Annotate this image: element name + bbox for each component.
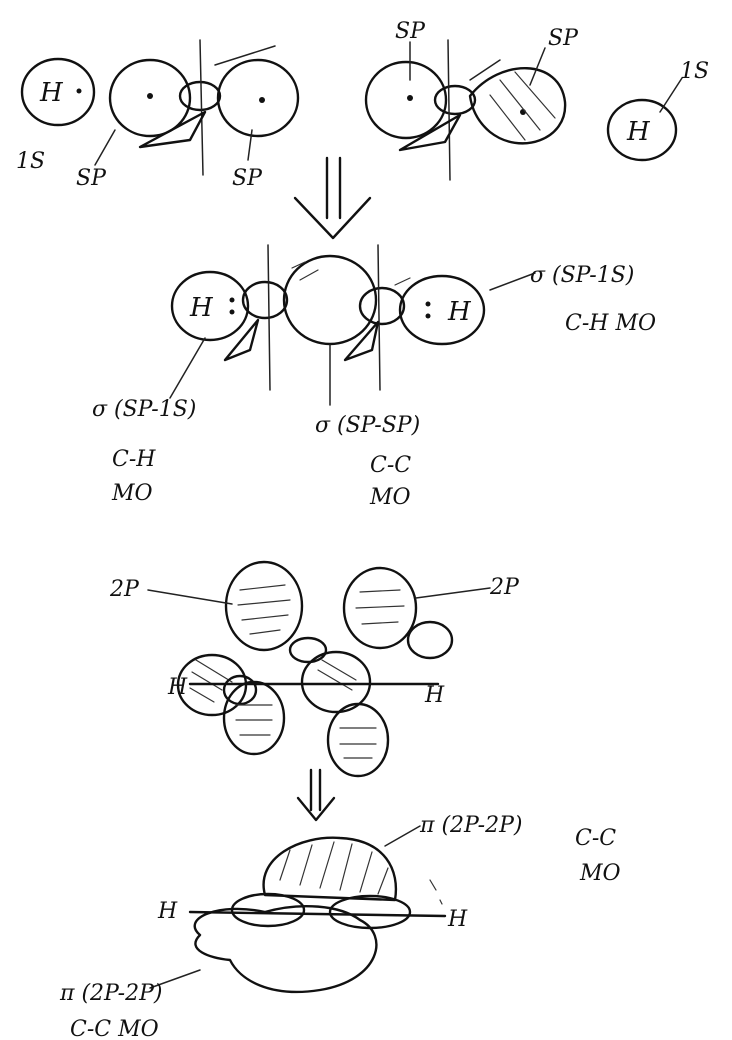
h-left-pi: H [157, 899, 178, 924]
label-1s-right: 1S [680, 59, 709, 84]
reaction-arrow-1 [295, 158, 370, 238]
h-1s-orbital-left: H 1S [16, 59, 94, 174]
ch-left-label: C-H [112, 447, 156, 472]
p-orbitals: H H 2P 2P [109, 562, 520, 776]
carbon-sp-left: SP SP [76, 40, 298, 191]
sigma-ch-left-label: σ (SP-1S) [92, 397, 196, 422]
sigma-labels: σ (SP-1S) C-H MO σ (SP-1S) C-H MO σ (SP-… [92, 263, 656, 510]
sigma-framework: H H [172, 245, 484, 390]
h-right-sigma: H [447, 297, 472, 327]
h-left-sigma: H [189, 293, 214, 323]
cc-label: C-C [370, 453, 411, 478]
h-left-p: H [167, 675, 188, 700]
h-right-pi: H [447, 907, 468, 932]
cc-mo-bottom: C-C MO [70, 1017, 159, 1040]
label-sp-3: SP [395, 19, 426, 44]
pi-bond: H H π (2P-2P) C-C MO π (2P-2P) C-C MO [59, 813, 621, 1040]
label-2p-right: 2P [489, 575, 520, 600]
reaction-arrow-2 [298, 770, 334, 820]
h-1s-orbital-right: H 1S [608, 59, 709, 160]
cc-label-top: C-C [575, 826, 616, 851]
mo-cc-label: MO [369, 485, 411, 510]
label-1s-left: 1S [16, 149, 45, 174]
h-atom-label-right: H [626, 117, 651, 147]
label-2p-left: 2P [109, 577, 140, 602]
label-sp-4: SP [548, 26, 579, 51]
sigma-cc-label: σ (SP-SP) [315, 413, 420, 438]
mo-label-top: MO [579, 861, 621, 886]
ch-mo-right-label: C-H MO [565, 311, 656, 336]
label-sp-2: SP [232, 166, 263, 191]
mo-left-label: MO [111, 481, 153, 506]
h-atom-label: H [39, 78, 64, 108]
sigma-ch-right-label: σ (SP-1S) [530, 263, 634, 288]
pi-label-top: π (2P-2P) [419, 813, 522, 838]
pi-label-bottom: π (2P-2P) [59, 981, 162, 1006]
h-right-p: H [424, 683, 445, 708]
label-sp-1: SP [76, 166, 107, 191]
carbon-sp-right: SP SP [366, 19, 579, 180]
